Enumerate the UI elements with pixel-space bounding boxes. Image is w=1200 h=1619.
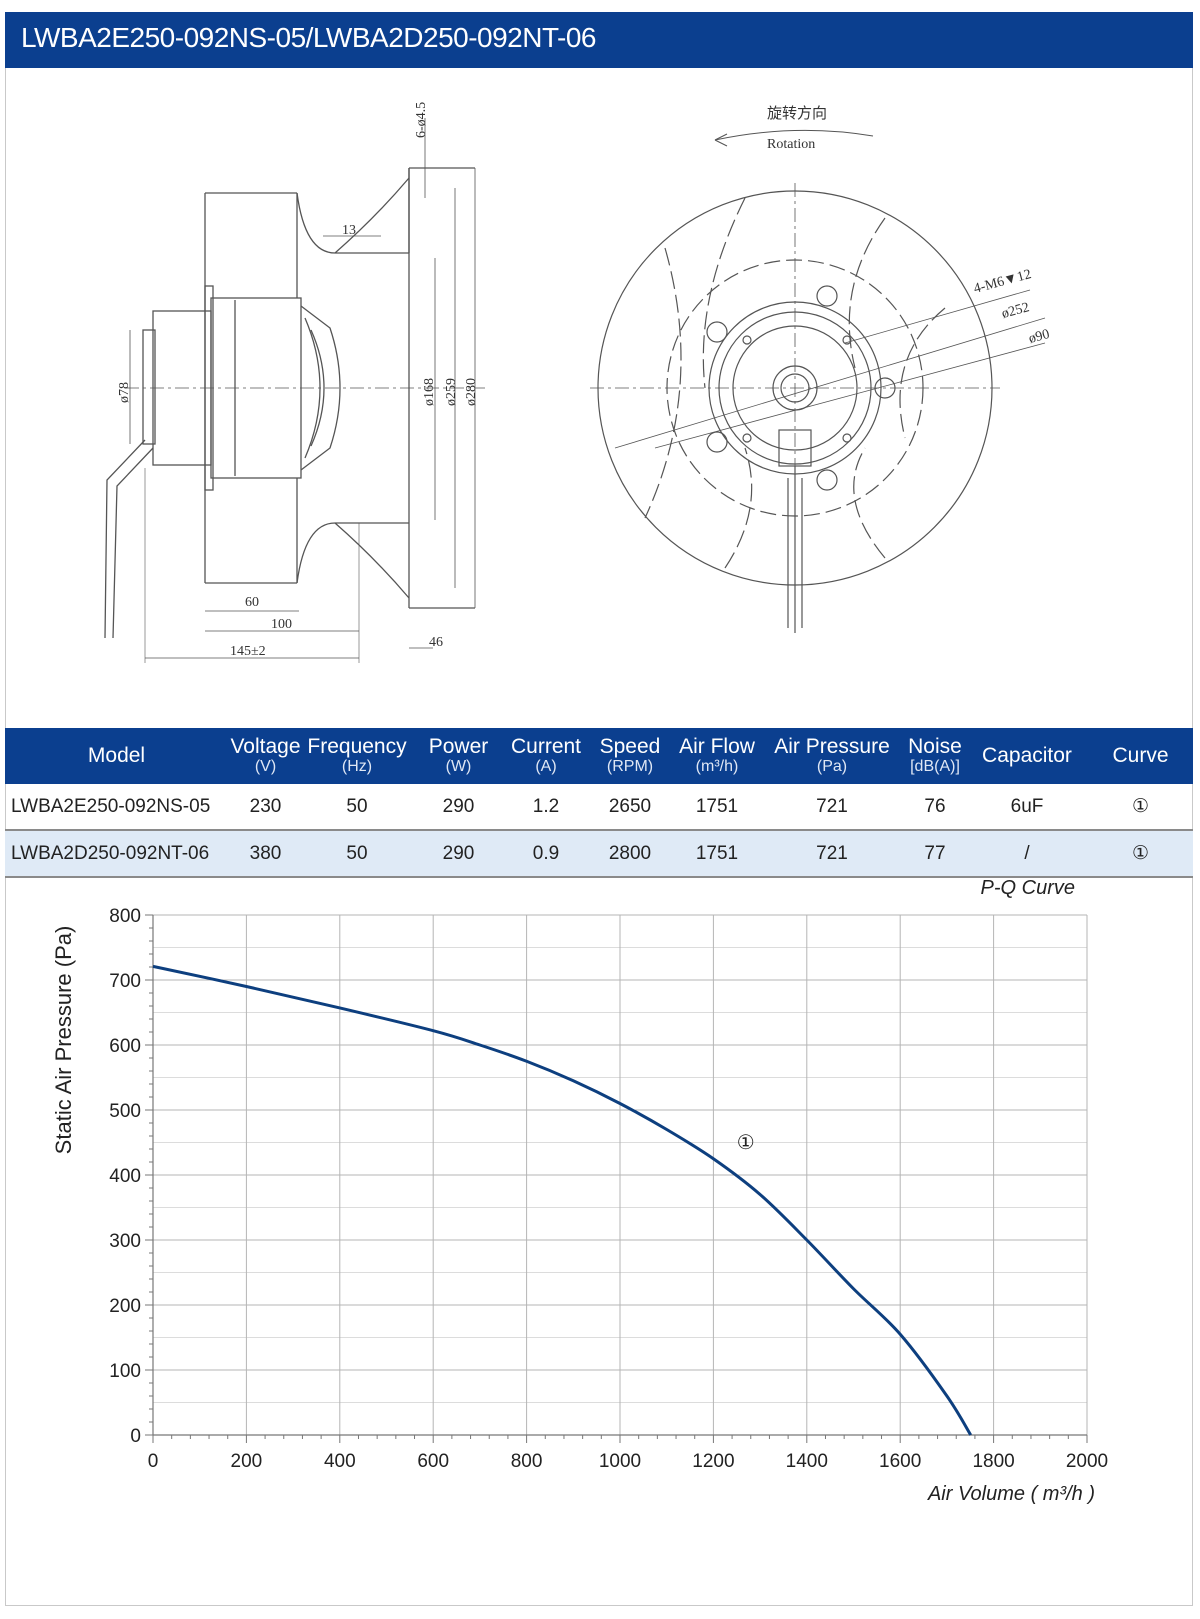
y-tick-label: 400 (109, 1166, 141, 1187)
cell-current: 1.2 (506, 784, 586, 831)
dim-13: 13 (342, 223, 356, 238)
cell-air-flow: 1751 (674, 784, 760, 831)
pq-curve-line (152, 964, 972, 1436)
dim-168: ø168 (422, 378, 437, 406)
cell-speed: 2800 (586, 830, 674, 878)
cell-curve: ① (1088, 784, 1193, 831)
y-tick-label: 100 (109, 1361, 141, 1382)
header-noise: Noise[dB(A)] (904, 728, 966, 784)
page-title: LWBA2E250-092NS-05/LWBA2D250-092NT-06 (21, 22, 597, 53)
rotation-cn: 旋转方向 (767, 105, 827, 122)
x-tick-label: 1800 (972, 1451, 1014, 1472)
y-axis-label: Static Air Pressure (Pa) (51, 926, 76, 1155)
dim-60: 60 (245, 595, 259, 610)
cell-air-pressure: 721 (760, 784, 904, 831)
cell-voltage: 230 (228, 784, 303, 831)
cell-capacitor: / (966, 830, 1088, 878)
cell-power: 290 (411, 830, 506, 878)
dim-252: ø252 (1000, 300, 1031, 322)
chart-ticks: 0 200 400 600 800 1000 1200 1400 1600 1800 2000 0 10… (109, 906, 1108, 1472)
header-model: Model (5, 728, 228, 784)
x-tick-label: 1400 (786, 1451, 828, 1472)
header-curve: Curve (1088, 728, 1193, 784)
cell-speed: 2650 (586, 784, 674, 831)
chart-grid (152, 914, 1088, 1436)
cell-noise: 77 (904, 830, 966, 878)
dim-259: ø259 (444, 378, 459, 406)
chart-title: P-Q Curve (981, 880, 1075, 899)
rotation-en: Rotation (767, 137, 815, 152)
header-frequency: Frequency(Hz) (303, 728, 411, 784)
x-tick-label: 1600 (879, 1451, 921, 1472)
x-axis-label: Air Volume ( m³/h ) (927, 1483, 1095, 1505)
table-row: LWBA2D250-092NT-06 380 50 290 0.9 2800 1… (5, 830, 1193, 878)
x-tick-label: 1200 (692, 1451, 734, 1472)
cell-noise: 76 (904, 784, 966, 831)
cell-power: 290 (411, 784, 506, 831)
cell-air-pressure: 721 (760, 830, 904, 878)
y-tick-label: 700 (109, 971, 141, 992)
curve-label: ① (737, 1132, 755, 1154)
cell-current: 0.9 (506, 830, 586, 878)
dim-46: 46 (429, 635, 443, 650)
cell-curve: ① (1088, 830, 1193, 878)
x-tick-label: 0 (148, 1451, 159, 1472)
dim-100: 100 (271, 617, 292, 632)
dim-holes: 6-ø4.5 (414, 102, 429, 138)
header-speed: Speed(RPM) (586, 728, 674, 784)
cell-air-flow: 1751 (674, 830, 760, 878)
header-capacitor: Capacitor (966, 728, 1088, 784)
cell-voltage: 380 (228, 830, 303, 878)
x-tick-label: 200 (231, 1451, 263, 1472)
dim-m6: 4-M6▼12 (972, 267, 1033, 297)
spec-table: Model Voltage(V) Frequency(Hz) Power(W) … (5, 728, 1193, 878)
y-tick-label: 600 (109, 1036, 141, 1057)
dim-280: ø280 (464, 378, 479, 406)
header-air-pressure: Air Pressure(Pa) (760, 728, 904, 784)
dim-145: 145±2 (230, 644, 266, 659)
header-power: Power(W) (411, 728, 506, 784)
cell-frequency: 50 (303, 830, 411, 878)
front-view (590, 129, 1046, 633)
y-tick-label: 800 (109, 906, 141, 927)
side-view (104, 118, 485, 663)
technical-drawing: 6-ø4.5 13 ø78 ø168 ø259 ø280 60 100 145±… (104, 102, 1051, 663)
cell-capacitor: 6uF (966, 784, 1088, 831)
table-row: LWBA2E250-092NS-05 230 50 290 1.2 2650 1… (5, 784, 1193, 831)
table-header-row: Model Voltage(V) Frequency(Hz) Power(W) … (5, 728, 1193, 784)
x-tick-label: 1000 (599, 1451, 641, 1472)
header-air-flow: Air Flow(m³/h) (674, 728, 760, 784)
header-voltage: Voltage(V) (228, 728, 303, 784)
header-current: Current(A) (506, 728, 586, 784)
x-tick-label: 600 (417, 1451, 449, 1472)
y-tick-label: 200 (109, 1296, 141, 1317)
y-tick-label: 500 (109, 1101, 141, 1122)
cell-model: LWBA2E250-092NS-05 (5, 784, 228, 831)
dim-90: ø90 (1027, 327, 1051, 347)
title-bar: LWBA2E250-092NS-05/LWBA2D250-092NT-06 (5, 12, 1193, 68)
pq-curve-chart: 0 200 400 600 800 1000 1200 1400 1600 1800 2000 0 10… (51, 880, 1108, 1505)
cell-model: LWBA2D250-092NT-06 (5, 830, 228, 878)
y-tick-label: 300 (109, 1231, 141, 1252)
y-tick-label: 0 (130, 1426, 141, 1447)
cell-frequency: 50 (303, 784, 411, 831)
dim-78: ø78 (117, 382, 132, 403)
x-tick-label: 800 (511, 1451, 543, 1472)
x-tick-label: 2000 (1066, 1451, 1108, 1472)
x-tick-label: 400 (324, 1451, 356, 1472)
